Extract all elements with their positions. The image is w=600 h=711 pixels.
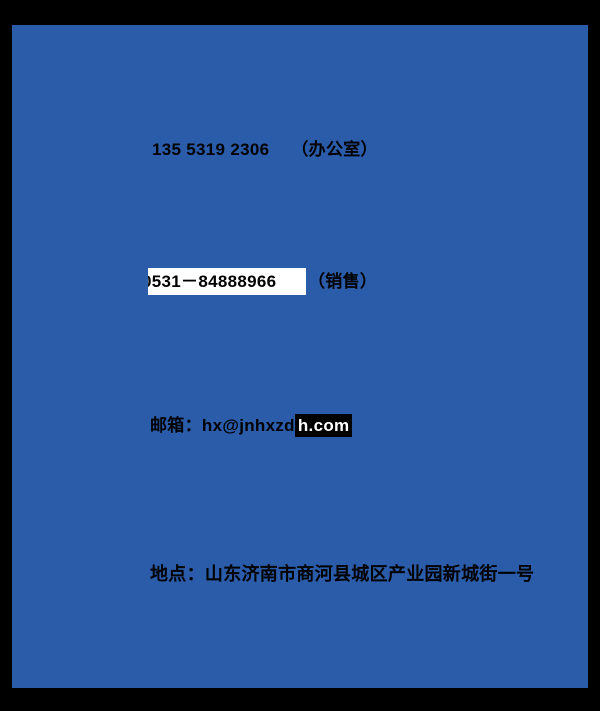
- office-phone-number: 135 5319 2306: [152, 140, 270, 159]
- email-text: 邮箱：hx@jnhxzd: [150, 416, 295, 435]
- content-area: 135 5319 2306 （办公室） 0531－84888966 （销售） 邮箱：…: [12, 25, 588, 688]
- sales-phone-number: 0531－84888966: [148, 272, 277, 291]
- sales-phone-highlight-box: 0531－84888966: [148, 268, 306, 295]
- office-phone-label: （办公室）: [291, 140, 378, 159]
- email-highlighted-suffix: h.com: [294, 414, 353, 437]
- sales-phone-label: （销售）: [308, 272, 378, 291]
- sales-phone-line: 0531－84888966 （销售）: [148, 268, 377, 295]
- office-phone-line: 135 5319 2306 （办公室）: [152, 135, 378, 160]
- address-line: 地点：山东济南市商河县城区产业园新城街一号: [150, 564, 535, 584]
